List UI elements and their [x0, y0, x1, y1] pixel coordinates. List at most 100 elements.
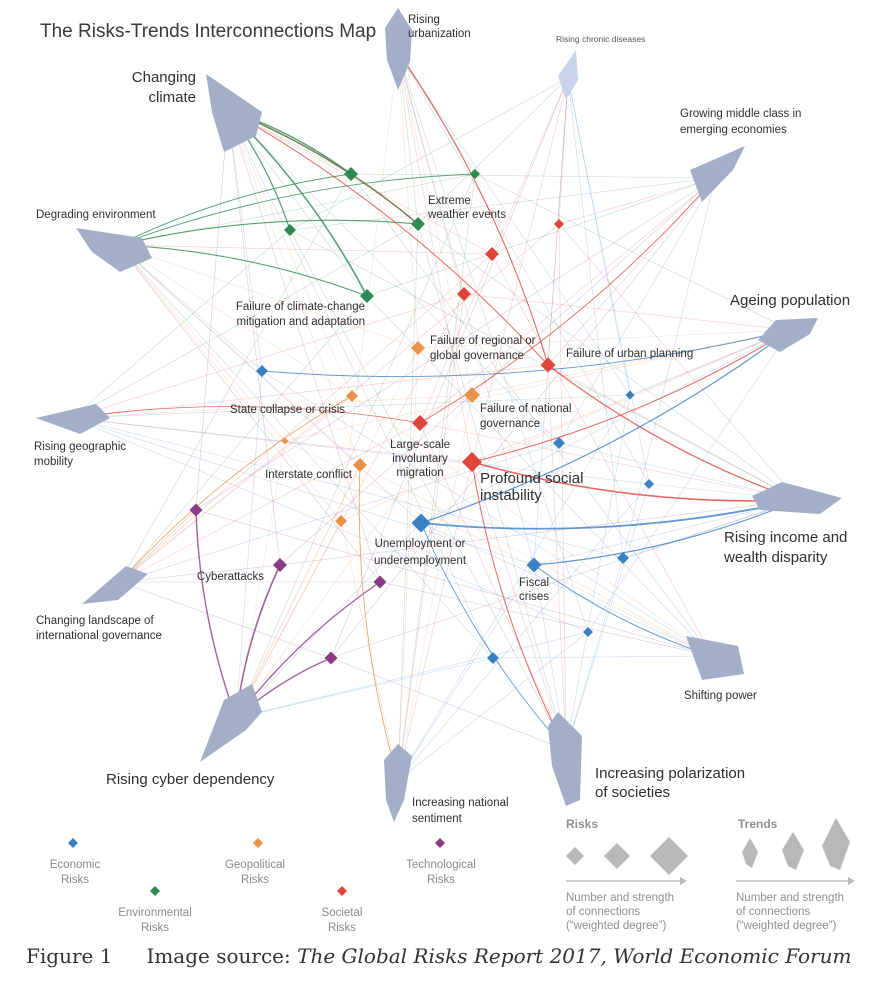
trend-shape-polarization [548, 712, 582, 806]
trends-key-caption-line: of connections [736, 906, 810, 918]
trends-key-shape [822, 818, 850, 870]
trends-key-shape [742, 838, 758, 868]
connection-line [417, 223, 799, 501]
connection-line [284, 329, 791, 442]
risk-diamond-fiscal [526, 557, 542, 573]
connection-line [227, 109, 560, 444]
risk-label-regional-gov-line: global governance [430, 350, 524, 362]
strong-connection-line [471, 461, 567, 751]
risk-label-social-instability-line: instability [480, 487, 542, 504]
connection-line [350, 173, 716, 179]
connection-line [340, 329, 791, 522]
connection-line [419, 422, 799, 501]
connection-line [235, 520, 342, 719]
risk-diamond-minor [625, 390, 635, 400]
connection-line [419, 422, 567, 751]
risk-diamond-extreme-weather [411, 217, 425, 231]
risk-label-interstate-line: Interstate conflict [265, 469, 353, 481]
connection-line [117, 244, 493, 255]
trend-shape-urban [385, 8, 412, 90]
trend-shape-cyberdep [200, 684, 262, 762]
connection-line [289, 77, 569, 231]
risk-diamond-interstate [353, 458, 367, 472]
strong-connection-line [471, 329, 791, 463]
connection-line [471, 77, 569, 463]
risk-diamond-minor [284, 224, 296, 236]
legend-swatch-environmental [150, 886, 160, 896]
connection-line [119, 173, 352, 583]
trend-label-landscape-line: Changing landscape of [36, 615, 154, 627]
trend-label-national: Increasing national sentiment [412, 797, 509, 825]
connection-line [420, 329, 791, 524]
risk-diamond-minor [583, 627, 593, 637]
legend-swatch-societal [337, 886, 347, 896]
connection-line [463, 293, 791, 331]
legend-label-societal-line: Societal [322, 907, 363, 919]
connection-line [492, 655, 713, 659]
trend-label-chronic: Rising chronic diseases [556, 34, 645, 44]
connection-line [417, 77, 569, 225]
connection-line [71, 229, 291, 419]
connection-lines [71, 51, 799, 781]
risk-label-migration-line: migration [396, 467, 443, 479]
connection-line [558, 223, 799, 501]
trend-label-urban-line: Rising [408, 14, 440, 26]
risk-diamond-minor [324, 651, 338, 665]
connection-line [397, 51, 419, 349]
trend-label-climate-line: climate [148, 89, 196, 106]
connection-line [397, 394, 473, 781]
connection-line [235, 631, 589, 719]
connection-line [397, 51, 535, 566]
connection-line [350, 173, 713, 657]
connection-line [227, 109, 493, 255]
risk-diamond-state-collapse [346, 390, 358, 402]
connection-line [119, 395, 353, 583]
risk-label-unemployment-line: underemployment [374, 555, 467, 567]
trend-label-national-line: Increasing national [412, 797, 509, 809]
connection-line [117, 244, 381, 583]
risk-label-migration-line: involuntary [392, 453, 448, 465]
risks-key-caption-line: Number and strength [566, 892, 674, 904]
caption-prefix: Image source: [146, 944, 298, 968]
connection-line [71, 293, 465, 419]
risk-diamond-urban-planning [540, 357, 556, 373]
legend-label-technological-line: Technological [406, 859, 476, 871]
connection-line [397, 51, 473, 396]
connection-line [289, 177, 716, 231]
strong-connection-line [227, 109, 549, 366]
connection-line [471, 329, 791, 396]
risk-nodes [68, 167, 688, 896]
connection-line [235, 394, 473, 719]
connection-line [119, 564, 281, 583]
risk-diamond-minor [335, 515, 347, 527]
risk-label-unemployment-line: Unemployment or [375, 538, 466, 550]
connection-line [397, 51, 650, 485]
risk-diamond-minor [554, 219, 564, 229]
legend-label-economic-line: Risks [61, 874, 89, 886]
risks-key-arrowhead [680, 877, 687, 885]
strong-connection-line [117, 173, 476, 246]
connection-line [235, 464, 361, 719]
trend-label-national-line: sentiment [412, 813, 463, 825]
risks-key-diamond [566, 847, 584, 865]
risk-diamond-minor [344, 167, 358, 181]
risk-diamond-minor [487, 652, 499, 664]
risk-label-unemployment: Unemployment or underemployment [374, 538, 467, 567]
connection-line [558, 442, 799, 501]
trend-shape-climate [206, 74, 262, 152]
connection-line [71, 417, 589, 633]
trend-label-middle-line: emerging economies [680, 124, 787, 136]
risk-label-fiscal-line: Fiscal [519, 577, 549, 589]
connection-line [117, 244, 422, 524]
connection-line [119, 295, 368, 583]
connection-line [235, 347, 419, 719]
connection-line [340, 51, 399, 522]
